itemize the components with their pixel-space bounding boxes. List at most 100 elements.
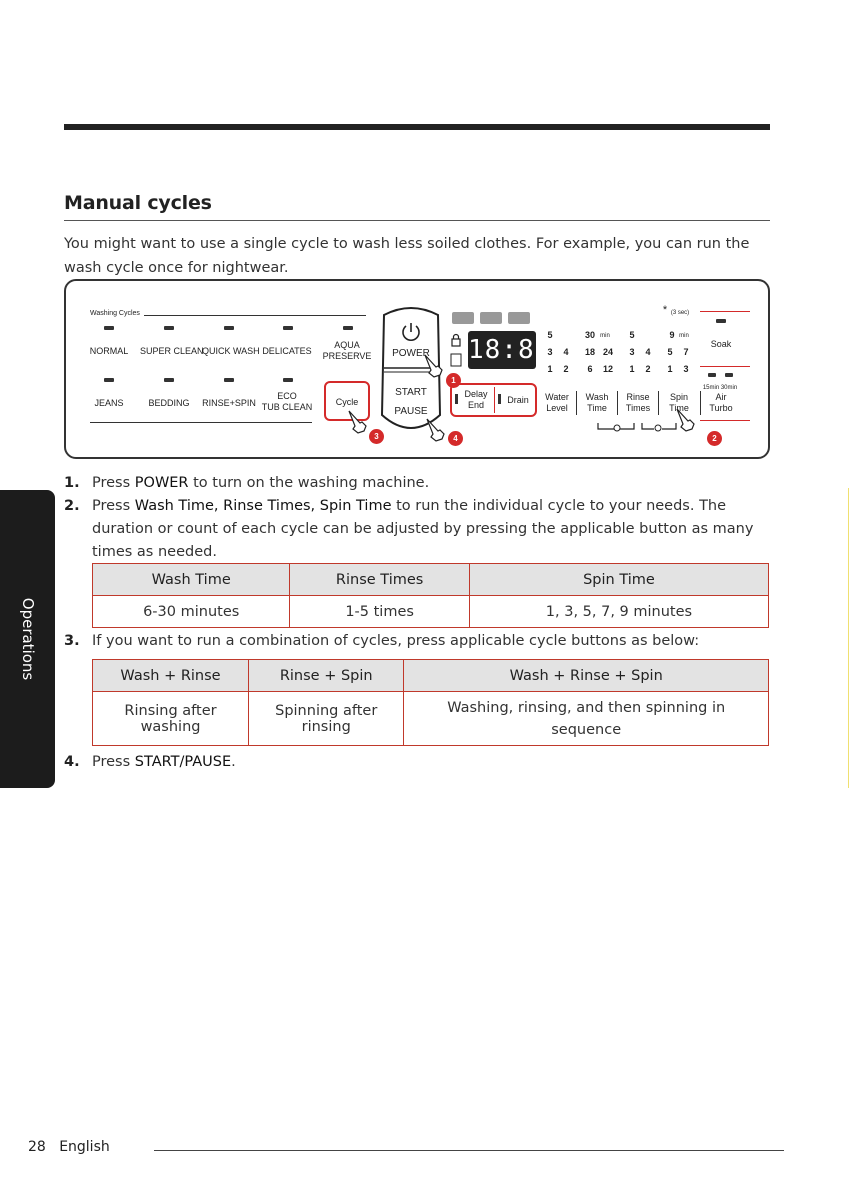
cycle-preserve: PRESERVE <box>322 351 372 361</box>
divider-3 <box>658 391 659 415</box>
table1-header-wash: Wash Time <box>91 563 291 596</box>
rinse-2: 2 <box>645 364 651 374</box>
side-tab-label: Operations <box>18 597 37 681</box>
three-sec-label: (3 sec) <box>670 310 690 316</box>
led-aqua-preserve <box>343 326 353 330</box>
table2-cell-wash-rinse: Rinsing after washing <box>91 691 250 746</box>
wash-12: 12 <box>602 364 613 374</box>
divider-4 <box>700 391 701 415</box>
soak-top-rule <box>700 311 750 312</box>
water-level-3: 3 <box>547 347 553 357</box>
led-super-clean <box>164 326 174 330</box>
spin-3: 3 <box>683 364 689 374</box>
step-4-post: . <box>231 754 236 770</box>
spin-1: 1 <box>667 364 673 374</box>
row2-rule <box>90 422 312 423</box>
air-turbo-label-2: Turbo <box>709 403 733 413</box>
footer: 28 English <box>28 1139 110 1155</box>
led-bedding <box>164 378 174 382</box>
hand-pointer-icon <box>676 408 695 432</box>
air-15-label: 15min <box>702 385 720 391</box>
table2-cell-all: Washing, rinsing, and then spinning in s… <box>403 691 769 746</box>
water-level-5: 5 <box>547 330 553 340</box>
hand-pointer-icon <box>424 354 443 378</box>
wash-18: 18 <box>584 347 595 357</box>
asterisk-3sec: * <box>662 304 668 316</box>
cycle-button: Cycle <box>335 397 359 407</box>
drain-label: Drain <box>507 395 529 405</box>
water-level-1: 1 <box>547 364 553 374</box>
led-delicates <box>283 326 293 330</box>
step-1-number: 1. <box>64 475 80 491</box>
power-icon <box>402 323 420 341</box>
rinse-1: 1 <box>629 364 635 374</box>
step-2-pre: Press <box>92 498 135 514</box>
led-air-15 <box>708 373 716 377</box>
section-title: Manual cycles <box>64 192 212 214</box>
wash-status-icon <box>452 312 474 324</box>
cycle-normal: NORMAL <box>89 346 129 356</box>
delay-drain-callout <box>450 383 537 417</box>
step-4-highlight: START/PAUSE <box>134 754 232 770</box>
led-normal <box>104 326 114 330</box>
delay-label: Delay <box>464 389 488 399</box>
water-level-4: 4 <box>563 347 569 357</box>
divider-2 <box>617 391 618 415</box>
rinse-5: 5 <box>629 330 635 340</box>
soak-label: Soak <box>710 339 732 349</box>
led-jeans <box>104 378 114 382</box>
hand-pointer-icon <box>348 410 367 434</box>
table1-cell-spin: 1, 3, 5, 7, 9 minutes <box>468 595 770 628</box>
table2-header-wash-rinse: Wash + Rinse <box>91 659 250 692</box>
cycle-bedding: BEDDING <box>148 398 190 408</box>
cycle-quick-wash: QUICK WASH <box>202 346 260 356</box>
washing-cycles-label: Washing Cycles <box>90 310 140 317</box>
step-1-pre: Press <box>92 475 135 491</box>
led-eco-tub <box>283 378 293 382</box>
wash-6: 6 <box>587 364 593 374</box>
cycle-super-clean: SUPER CLEAN <box>140 346 204 356</box>
child-lock-bracket-icon <box>597 423 677 432</box>
table2-header-all: Wash + Rinse + Spin <box>403 659 769 692</box>
rinse-times-label-1: Rinse <box>626 392 650 402</box>
air-30-label: 30min <box>720 385 738 391</box>
rinse-4: 4 <box>645 347 651 357</box>
wash-24: 24 <box>602 347 613 357</box>
spin-9: 9 <box>669 330 675 340</box>
step-4-number: 4. <box>64 754 80 770</box>
step-1-highlight: POWER <box>134 475 189 491</box>
start-label: START <box>395 387 427 398</box>
spin-5: 5 <box>667 347 673 357</box>
pause-label: PAUSE <box>394 406 428 417</box>
wash-time-label-2: Time <box>587 403 607 413</box>
cycle-delicates: DELICATES <box>262 346 312 356</box>
lock-icon <box>451 333 461 347</box>
intro-text: You might want to use a single cycle to … <box>64 236 750 276</box>
led-air-30 <box>725 373 733 377</box>
delay-drain-divider <box>494 387 495 413</box>
footer-rule <box>154 1150 784 1151</box>
washing-cycles-rule <box>144 315 366 316</box>
rinse-times-label-2: Times <box>625 403 651 413</box>
end-label: End <box>467 400 484 410</box>
cycle-jeans: JEANS <box>94 398 124 408</box>
spin-7: 7 <box>683 347 689 357</box>
led-rinse-spin <box>224 378 234 382</box>
page-number: 28 <box>28 1139 46 1155</box>
badge-3: 3 <box>369 429 384 444</box>
spin-time-label-1: Spin <box>669 392 688 402</box>
table2-header-rinse-spin: Rinse + Spin <box>248 659 405 692</box>
power-button: POWER <box>392 348 430 359</box>
wash-min: min <box>600 333 610 339</box>
step-2-highlight: Wash Time, Rinse Times, Spin Time <box>134 498 392 514</box>
wifi-icon <box>450 353 462 367</box>
step-2-post: to run the individual cycle to your need… <box>92 498 754 560</box>
cycle-rinse-spin: RINSE+SPIN <box>202 398 256 408</box>
step-4-pre: Press <box>92 754 135 770</box>
cycle-tub-clean: TUB CLEAN <box>261 402 313 412</box>
top-rule <box>64 124 770 130</box>
led-soak <box>716 319 726 323</box>
air-bottom-rule <box>700 420 750 421</box>
badge-2: 2 <box>707 431 722 446</box>
step-1-post: to turn on the washing machine. <box>188 475 430 491</box>
